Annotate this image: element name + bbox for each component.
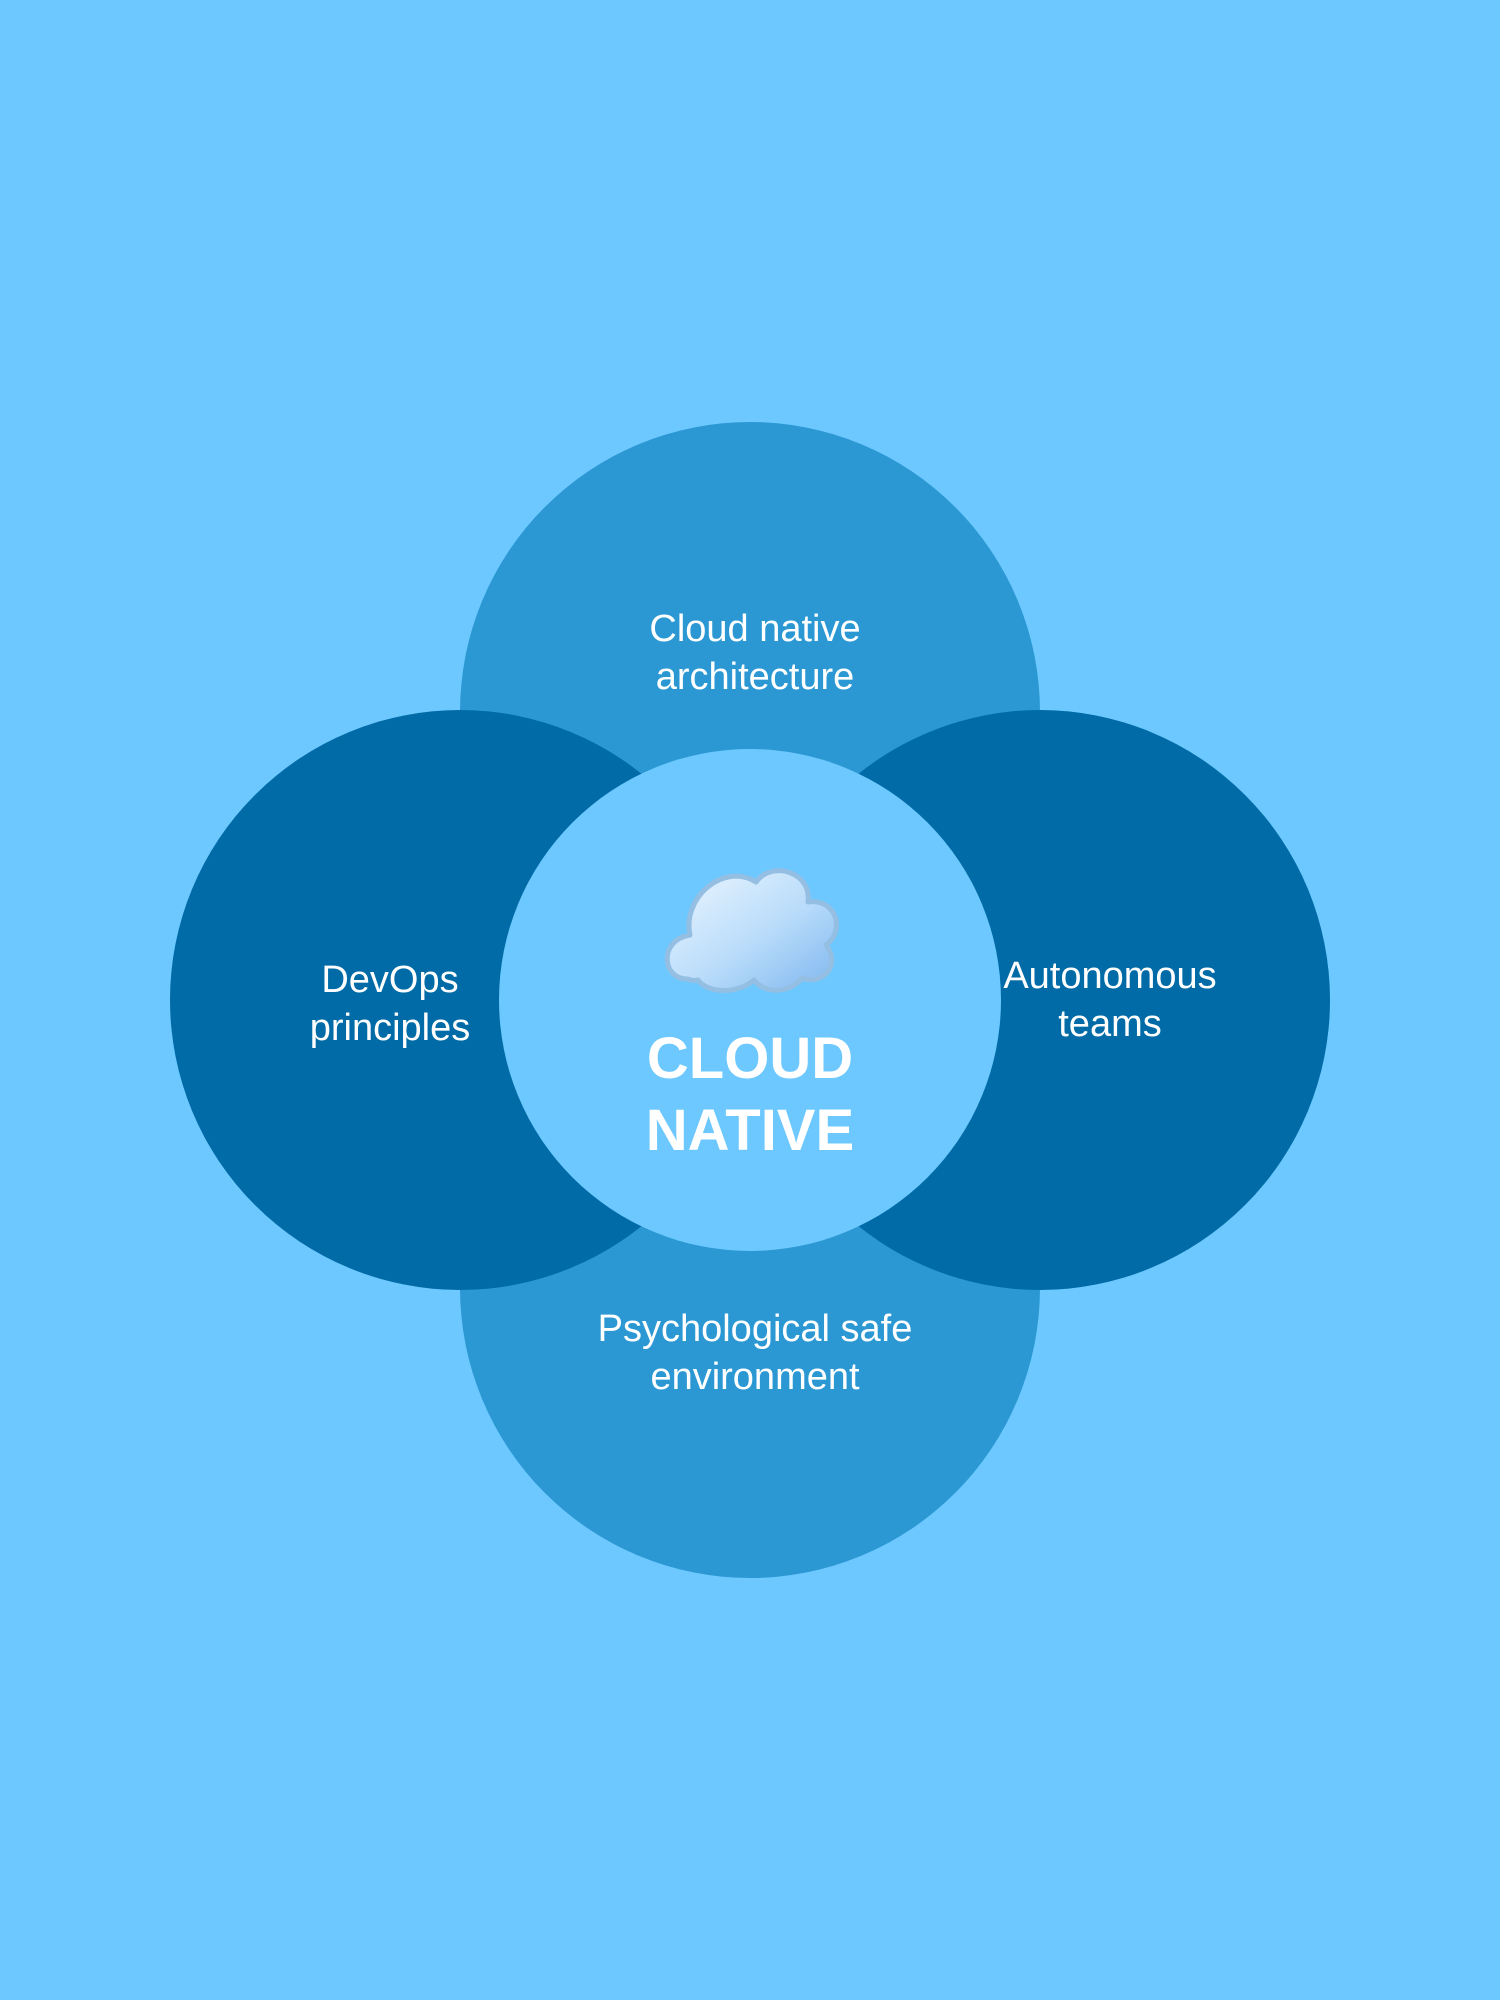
label-right-line2: teams [1058, 1003, 1162, 1045]
cloud-icon [664, 868, 839, 993]
center-title: CLOUD NATIVE [550, 1023, 950, 1167]
circle-center [499, 749, 1001, 1251]
label-left-line2: principles [309, 1007, 471, 1049]
center-title-line1: CLOUD [646, 1026, 854, 1091]
label-top-line2: architecture [655, 656, 855, 698]
label-left-line1: DevOps [321, 959, 459, 1001]
label-bottom-line1: Psychological safe [597, 1308, 913, 1350]
label-top-line1: Cloud native [649, 608, 861, 650]
label-left: DevOps principles [240, 956, 540, 1052]
label-bottom: Psychological safe environment [530, 1305, 980, 1401]
center-title-line2: NATIVE [645, 1098, 855, 1163]
label-right-line1: Autonomous [1003, 955, 1217, 997]
label-bottom-line2: environment [650, 1356, 860, 1398]
label-right: Autonomous teams [960, 952, 1260, 1048]
label-top: Cloud native architecture [550, 605, 960, 701]
